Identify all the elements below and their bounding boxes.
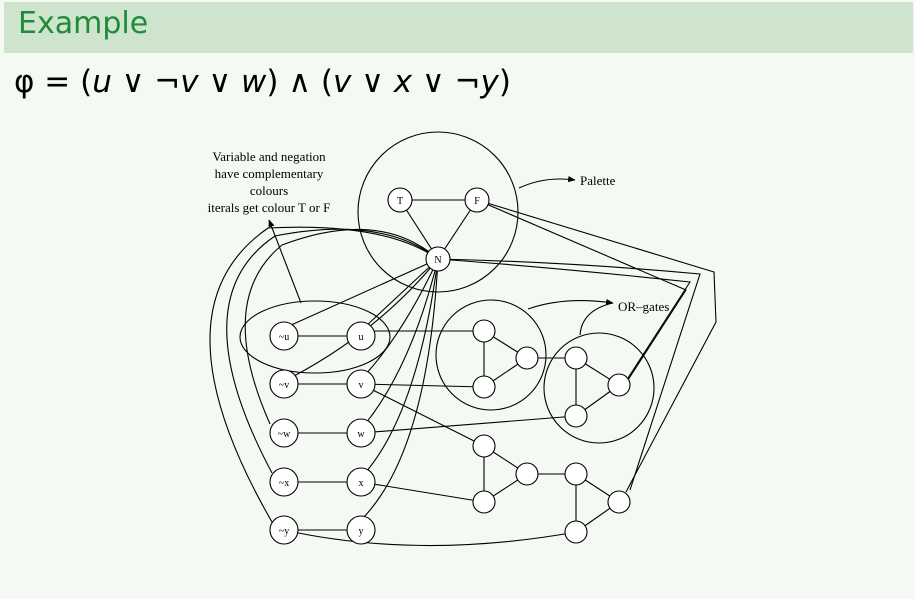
formula-and: ∧ — [278, 64, 321, 100]
formula-var-x: x — [393, 64, 413, 100]
node-f: F — [464, 187, 490, 213]
note-line-3: colours — [250, 183, 288, 198]
formula-var-w: w — [241, 64, 267, 100]
node-y-label: y — [359, 526, 364, 537]
node-u-label: u — [359, 332, 364, 343]
edge-n-v — [365, 258, 439, 375]
formula-or-not-4: ∨ ¬ — [412, 64, 481, 100]
node-neg-x: ~x — [269, 467, 299, 497]
node-neg-y-label: ~y — [279, 526, 289, 537]
node-x-label: x — [359, 478, 364, 489]
node-n-label: N — [434, 255, 441, 266]
node-u: u — [346, 321, 376, 351]
formula-var-v-1: v — [180, 64, 199, 100]
edge-x-gate3 — [360, 481, 485, 503]
edge-n-gate2-out — [437, 258, 691, 379]
edge-w-gate2 — [360, 415, 577, 434]
formula-lparen-2: ( — [320, 64, 334, 100]
title-bar: Example — [4, 2, 913, 53]
literal-pair-ellipse — [239, 300, 391, 374]
edge-n-neg-v — [293, 258, 439, 377]
node-v-label: v — [359, 380, 364, 391]
gate3-output — [515, 462, 539, 486]
formula: φ = (u ∨ ¬v ∨ w) ∧ (v ∨ x ∨ ¬y) — [14, 64, 511, 100]
note-line-1: Variable and negation — [212, 149, 326, 164]
node-neg-u: ~u — [269, 321, 299, 351]
formula-or-3: ∨ — [351, 64, 394, 100]
gate2-input-top — [564, 346, 588, 370]
edge-v-gate1 — [360, 383, 485, 388]
node-neg-y: ~y — [269, 515, 299, 545]
formula-var-v-2: v — [333, 64, 352, 100]
formula-var-y: y — [480, 64, 499, 100]
node-neg-x-label: ~x — [279, 478, 289, 489]
formula-lparen-1: ( — [80, 64, 93, 100]
edge-n-neg-w — [244, 228, 439, 425]
gate1-output — [515, 346, 539, 370]
formula-eq: = — [34, 64, 81, 100]
edge-n-u — [365, 258, 439, 327]
formula-rparen-2: ) — [498, 64, 511, 100]
gate3-input-top — [472, 434, 496, 458]
node-neg-v: ~v — [269, 369, 299, 399]
note-line-4: iterals get colour T or F — [208, 200, 331, 215]
edge-n-gate4-out — [437, 258, 701, 491]
edge-n-x — [365, 258, 439, 473]
slide-title: Example — [18, 6, 149, 41]
gate1-input-bottom — [472, 375, 496, 399]
palette-arrow — [518, 176, 576, 189]
node-neg-v-label: ~v — [279, 380, 289, 391]
note-line-2: have complementary — [215, 166, 324, 181]
formula-rparen-1: ) — [266, 64, 279, 100]
node-n: N — [425, 246, 451, 272]
or-gate-circle-2 — [543, 332, 655, 444]
node-w: w — [346, 418, 376, 448]
node-y: y — [346, 515, 376, 545]
node-f-label: F — [474, 196, 480, 207]
or-gate-circle-1 — [435, 299, 547, 411]
or-gates-label: OR–gates — [618, 299, 669, 314]
node-v: v — [346, 369, 376, 399]
edge-n-neg-x — [226, 228, 439, 474]
formula-var-u: u — [92, 64, 112, 100]
edge-neg-y-gate4 — [283, 529, 577, 547]
or-gates-arrow-1 — [527, 298, 614, 310]
node-w-label: w — [357, 429, 365, 440]
node-t-label: T — [397, 196, 403, 207]
node-x: x — [346, 467, 376, 497]
gate4-input-top — [564, 462, 588, 486]
edge-f-gate4-out — [476, 199, 717, 493]
gate1-input-top — [472, 319, 496, 343]
gate4-output — [607, 490, 631, 514]
edge-n-neg-y — [209, 226, 439, 523]
gate2-output — [607, 373, 631, 397]
edge-v-gate3 — [360, 383, 485, 447]
node-neg-w-label: ~w — [278, 429, 291, 440]
node-neg-w: ~w — [269, 418, 299, 448]
edge-n-y — [362, 258, 439, 519]
edge-n-neg-u — [288, 258, 439, 327]
formula-or-not-1: ∨ ¬ — [111, 64, 181, 100]
gate3-input-bottom — [472, 490, 496, 514]
node-neg-u-label: ~u — [279, 332, 289, 343]
or-gates-arrow-2 — [579, 302, 614, 336]
palette-label: Palette — [580, 173, 616, 188]
formula-phi: φ — [14, 64, 35, 100]
node-t: T — [387, 187, 413, 213]
edge-f-gate2-out — [476, 199, 687, 384]
gate2-input-bottom — [564, 404, 588, 428]
formula-or-2: ∨ — [198, 64, 242, 100]
note-arrow — [268, 219, 302, 304]
edge-n-w — [365, 258, 439, 424]
gate4-input-bottom — [564, 520, 588, 544]
